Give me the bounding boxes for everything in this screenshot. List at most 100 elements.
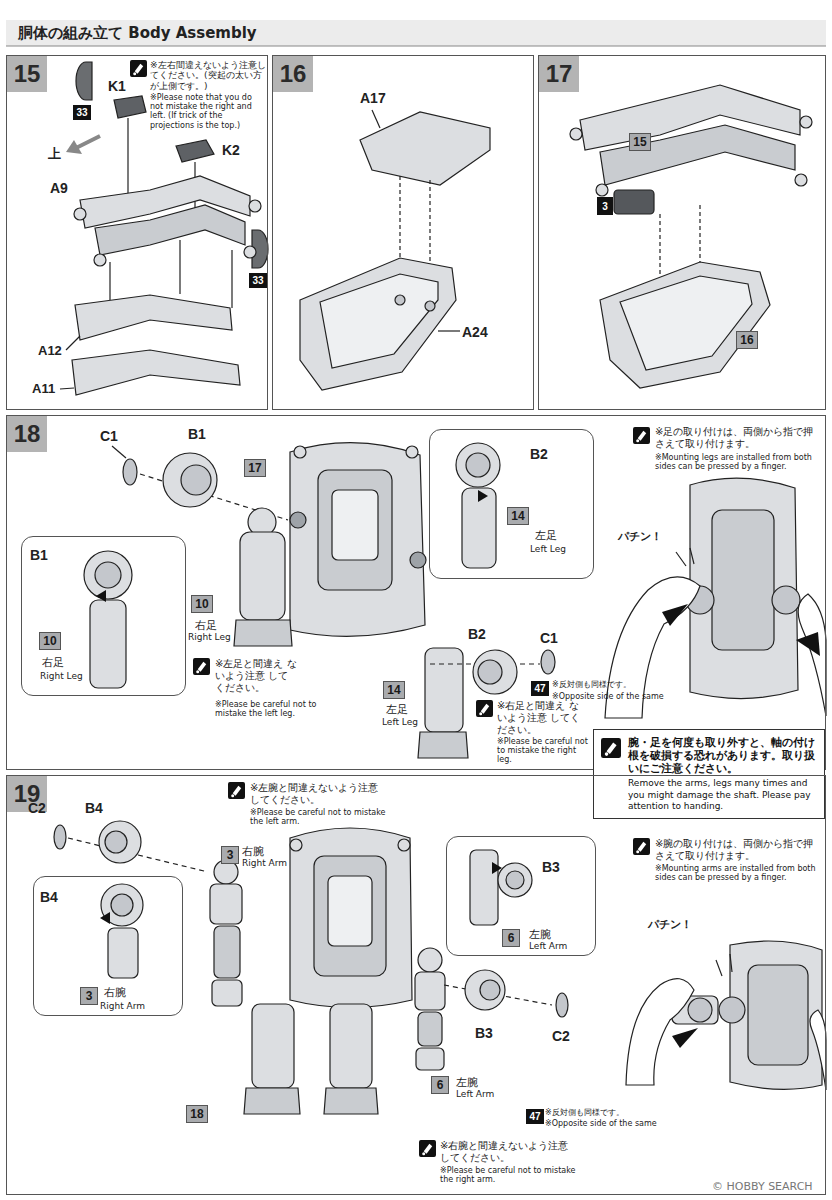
step-number: 16 bbox=[273, 56, 313, 92]
callout-text: 10 bbox=[195, 597, 208, 611]
note-text: ※反対側も同様です。 bbox=[545, 1108, 624, 1117]
warning-text: Remove the arms, legs many times and you… bbox=[628, 778, 818, 812]
part-name: B2 bbox=[530, 446, 548, 462]
part-label: C2 bbox=[28, 800, 46, 817]
color-number: 3 bbox=[597, 197, 613, 215]
callout-text: 10 bbox=[43, 634, 56, 648]
callout-number: 3 bbox=[221, 846, 239, 864]
part-caption: 右腕 bbox=[104, 987, 126, 1000]
color-number-text: 47 bbox=[529, 1111, 540, 1122]
part-label: A24 bbox=[462, 324, 488, 341]
color-number: 47 bbox=[531, 681, 549, 696]
part-label: A9 bbox=[50, 180, 68, 197]
callout-text: 17 bbox=[248, 461, 261, 475]
part-caption: 左足 bbox=[535, 530, 557, 543]
note-text: 左足 bbox=[386, 703, 408, 716]
detail-inset: B3 左腕Left Arm 6 bbox=[446, 836, 596, 956]
part-name: B1 bbox=[30, 547, 48, 563]
note-text: 右腕 bbox=[242, 845, 264, 858]
callout-text: 3 bbox=[227, 848, 234, 862]
step-number: 15 bbox=[7, 56, 47, 92]
callout-text: 3 bbox=[86, 989, 93, 1003]
color-number-text: 33 bbox=[252, 275, 263, 286]
part-caption: 左腕 bbox=[529, 929, 551, 942]
note-text: ※Please be careful not to mistake the ri… bbox=[497, 737, 590, 765]
callout-number: 16 bbox=[736, 331, 758, 349]
part-caption: Right Leg bbox=[40, 671, 83, 681]
step-number: 17 bbox=[539, 56, 579, 92]
part-label: A17 bbox=[360, 90, 386, 107]
note-text: ※右足と間違え ないよう注意 してください。 bbox=[497, 700, 585, 736]
part-label: C1 bbox=[100, 428, 118, 445]
note-text: ※Please note that you do not mistake the… bbox=[150, 93, 266, 130]
note-text: ※Mounting arms are installed from both s… bbox=[655, 864, 820, 882]
part-label: パチン！ bbox=[618, 530, 662, 543]
note-text: Right Arm bbox=[242, 858, 287, 868]
callout-text: 6 bbox=[437, 1078, 444, 1092]
callout-text: 6 bbox=[508, 931, 515, 945]
part-label: C1 bbox=[540, 630, 558, 647]
callout-text: 14 bbox=[511, 509, 524, 523]
note-text: ※足の取り付けは、両側から指で押さえて取り付けます。 bbox=[655, 426, 820, 450]
note-text: 左腕 bbox=[456, 1076, 478, 1089]
step-number: 18 bbox=[7, 416, 47, 452]
callout-number: 6 bbox=[431, 1076, 449, 1094]
part-label: B3 bbox=[475, 1025, 493, 1042]
page-title: 胴体の組み立て Body Assembly bbox=[18, 24, 257, 43]
part-label: K2 bbox=[222, 142, 240, 159]
callout-number: 14 bbox=[507, 507, 529, 525]
note-text: ※Opposite side of the same bbox=[552, 692, 664, 701]
callout-number: 10 bbox=[191, 595, 213, 613]
part-label: K1 bbox=[108, 78, 126, 95]
part-label: A11 bbox=[32, 381, 55, 397]
note-text: Left Leg bbox=[382, 717, 418, 727]
detail-inset: B4 右腕Right Arm 3 bbox=[33, 876, 183, 1016]
part-caption: Left Arm bbox=[529, 941, 567, 951]
part-label: B1 bbox=[188, 426, 206, 443]
part-name: B3 bbox=[542, 859, 560, 875]
color-number: 47 bbox=[526, 1109, 544, 1124]
part-caption: Right Arm bbox=[100, 1001, 145, 1011]
color-number: 33 bbox=[73, 105, 91, 120]
color-number: 33 bbox=[249, 273, 267, 288]
note-text: ※Mounting legs are installed from both s… bbox=[655, 453, 820, 471]
watermark: © HOBBY SEARCH bbox=[712, 1180, 813, 1193]
step-panel: 16 bbox=[272, 55, 534, 410]
part-caption: Left Leg bbox=[530, 544, 566, 554]
note-text: ※Opposite side of the same bbox=[545, 1119, 657, 1128]
warning-icon bbox=[601, 738, 621, 758]
callout-text: 16 bbox=[740, 333, 753, 347]
callout-number: 14 bbox=[383, 681, 405, 699]
part-label: A12 bbox=[38, 343, 62, 359]
color-number-text: 33 bbox=[76, 107, 87, 118]
detail-inset: B2 左足Left Leg 14 bbox=[429, 429, 594, 579]
note-text: ※左腕と間違えないよう注意してください。 bbox=[250, 782, 380, 806]
part-label: パチン！ bbox=[648, 918, 692, 931]
note-text: ※Please be careful not to mistake the le… bbox=[250, 808, 400, 826]
callout-number: 18 bbox=[186, 1105, 208, 1123]
note-text: Left Arm bbox=[456, 1089, 494, 1099]
callout-text: 15 bbox=[633, 135, 646, 149]
note-text: ※左右間違えないよう注意してください。(突起の太い方が上側です。) bbox=[150, 60, 266, 91]
note-text: ※Please be careful not to mistake the ri… bbox=[440, 1166, 580, 1184]
part-label: C2 bbox=[552, 1028, 570, 1045]
note-text: ※反対側も同様です。 bbox=[552, 680, 631, 689]
callout-text: 18 bbox=[190, 1107, 203, 1121]
callout-number: 10 bbox=[39, 632, 61, 650]
note-text: 右足 bbox=[195, 619, 217, 632]
step-panel: 17 15 3 16 bbox=[538, 55, 826, 410]
note-text: ※腕の取り付けは、両側から指で押さえて取り付けます。 bbox=[655, 838, 820, 862]
callout-number: 6 bbox=[502, 929, 520, 947]
part-caption: 右足 bbox=[42, 657, 64, 670]
part-name: B4 bbox=[40, 889, 58, 905]
color-number-text: 47 bbox=[534, 683, 545, 694]
part-label: B4 bbox=[85, 800, 103, 817]
note-text: Right Leg bbox=[188, 632, 231, 642]
callout-text: 14 bbox=[387, 683, 400, 697]
note-text: ※左足と間違え ないよう注意 してください。 bbox=[215, 658, 297, 694]
note-text: ※右腕と間違えないよう注意してください。 bbox=[440, 1140, 570, 1164]
callout-number: 3 bbox=[80, 987, 98, 1005]
part-label: B2 bbox=[468, 626, 486, 643]
detail-inset: B1 右足Right Leg 10 bbox=[21, 536, 186, 696]
